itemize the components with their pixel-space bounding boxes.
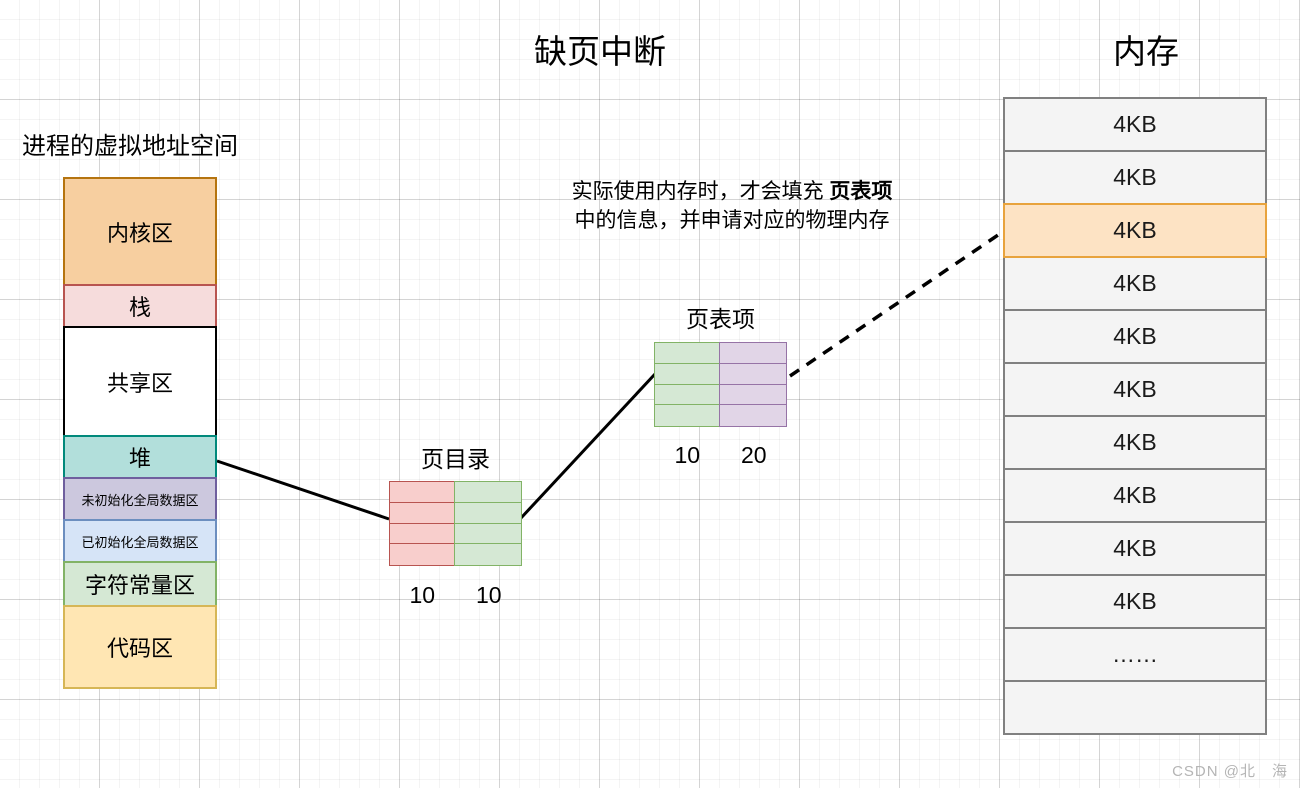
vas-segment: 内核区	[63, 177, 217, 286]
memory-column: 4KB 4KB 4KB 4KB 4KB 4KB 4KB 4KB 4KB 4KB ……	[1003, 97, 1267, 735]
vas-caption: 进程的虚拟地址空间	[22, 133, 238, 160]
memory-row: 4KB	[1003, 256, 1267, 311]
page-table-entry-caption: 页表项	[686, 306, 755, 332]
memory-row: 4KB	[1003, 521, 1267, 576]
page-directory-table	[389, 481, 522, 570]
explanation-note-line1-text: 实际使用内存时，才会填充	[571, 180, 830, 203]
table-cell	[654, 342, 721, 365]
table-cell	[454, 501, 522, 524]
memory-row: 4KB	[1003, 309, 1267, 364]
table-column	[654, 342, 721, 431]
memory-row-label: 4KB	[1113, 217, 1157, 243]
memory-row-label: 4KB	[1113, 535, 1157, 561]
table-cell	[389, 522, 456, 545]
memory-row: 4KB	[1003, 415, 1267, 470]
page-table-entry-column-numbers: 10 20	[654, 442, 787, 469]
vas-segment: 字符常量区	[63, 561, 217, 607]
table-cell	[719, 404, 787, 427]
table-cell	[389, 543, 456, 566]
vas-segment: 堆	[63, 435, 217, 479]
memory-row: ……	[1003, 627, 1267, 682]
page-directory-column-numbers: 10 10	[389, 582, 522, 609]
table-column-number: 20	[740, 442, 767, 468]
explanation-note-line2: 中的信息，并申请对应的物理内存	[574, 208, 890, 232]
vas-segment-label: 未初始化全局数据区	[81, 492, 199, 508]
vas-segment-label: 共享区	[106, 370, 173, 396]
table-cell	[654, 404, 721, 427]
table-cell	[389, 481, 456, 504]
vas-segment-label: 字符常量区	[84, 573, 195, 598]
vas-segment-label: 堆	[128, 446, 151, 471]
table-cell	[719, 383, 787, 406]
connector-heap-to-page-directory	[216, 459, 390, 521]
table-cell	[454, 481, 522, 504]
memory-row-label: 4KB	[1113, 482, 1157, 508]
page-title: 缺页中断	[534, 33, 666, 70]
memory-row-label: 4KB	[1113, 429, 1157, 455]
virtual-address-space-stack: 内核区栈共享区堆未初始化全局数据区已初始化全局数据区字符常量区代码区	[63, 177, 217, 689]
vas-segment-label: 已初始化全局数据区	[81, 534, 199, 550]
memory-row-label: 4KB	[1113, 111, 1157, 137]
memory-row-label: 4KB	[1113, 164, 1157, 190]
memory-row-label: 4KB	[1113, 588, 1157, 614]
memory-row-highlighted: 4KB	[1003, 203, 1267, 258]
vas-segment-label: 栈	[128, 295, 151, 320]
memory-row-label: 4KB	[1113, 323, 1157, 349]
table-column	[719, 342, 787, 431]
connector-page-table-to-memory	[789, 229, 1005, 378]
table-cell	[719, 342, 787, 365]
table-cell	[454, 522, 522, 545]
page-directory-caption: 页目录	[421, 446, 490, 472]
watermark: CSDN @北 海	[1172, 763, 1288, 780]
table-column	[454, 481, 522, 570]
page-table-entry-table	[654, 342, 787, 431]
memory-row-label: 4KB	[1113, 270, 1157, 296]
vas-segment-label: 代码区	[106, 636, 173, 661]
table-column	[389, 481, 456, 570]
vas-segment-label: 内核区	[106, 220, 173, 246]
table-cell	[654, 362, 721, 385]
table-cell	[389, 501, 456, 524]
vas-segment: 已初始化全局数据区	[63, 519, 217, 563]
table-column-number: 10	[674, 442, 701, 468]
vas-segment: 栈	[63, 284, 217, 328]
memory-row: 4KB	[1003, 362, 1267, 417]
memory-row: 4KB	[1003, 97, 1267, 152]
explanation-note-emphasis: 页表项	[829, 180, 893, 203]
explanation-note: 实际使用内存时，才会填充 页表项 中的信息，并申请对应的物理内存	[511, 178, 953, 236]
vas-segment: 未初始化全局数据区	[63, 477, 217, 521]
memory-row-label: 4KB	[1113, 376, 1157, 402]
memory-title: 内存	[1113, 33, 1179, 70]
table-column-number: 10	[475, 582, 502, 608]
table-column-number: 10	[409, 582, 436, 608]
table-cell	[654, 383, 721, 406]
memory-row: 4KB	[1003, 574, 1267, 629]
vas-segment: 共享区	[63, 326, 217, 437]
memory-row	[1003, 680, 1267, 735]
connector-page-directory-to-page-table	[519, 372, 657, 520]
memory-row: 4KB	[1003, 468, 1267, 523]
vas-segment: 代码区	[63, 605, 217, 689]
memory-row-label: ……	[1112, 641, 1158, 667]
table-cell	[719, 362, 787, 385]
memory-row: 4KB	[1003, 150, 1267, 205]
table-cell	[454, 543, 522, 566]
explanation-note-line1: 实际使用内存时，才会填充 页表项	[511, 178, 953, 207]
